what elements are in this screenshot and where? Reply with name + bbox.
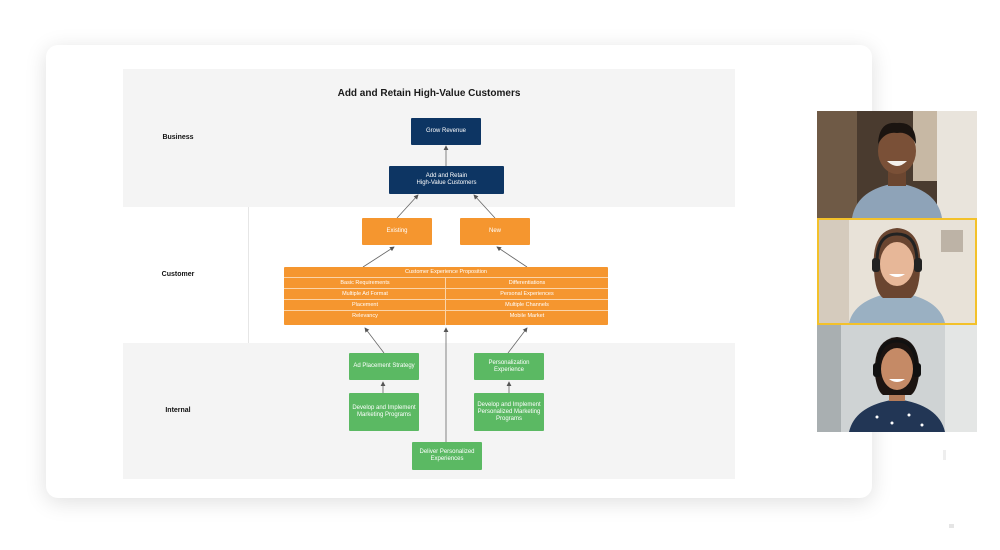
cep-cell: Differentiations — [508, 280, 546, 286]
decorative-mark — [943, 450, 946, 460]
node-ad-placement-strategy[interactable]: Ad Placement Strategy — [349, 353, 419, 380]
node-develop-marketing[interactable]: Develop and Implement Marketing Programs — [349, 393, 419, 431]
cep-cell: Mobile Market — [509, 313, 545, 319]
connector-arrows — [362, 145, 528, 442]
cep-cell: Multiple Channels — [505, 302, 549, 308]
cep-header: Customer Experience Proposition — [284, 267, 608, 278]
cep-cell: Basic Requirements — [340, 280, 390, 286]
cep-row: Placement Multiple Channels — [284, 300, 608, 311]
band-divider — [248, 207, 249, 343]
participant-3-avatar — [817, 325, 977, 432]
participant-video-2-active[interactable] — [817, 218, 977, 325]
node-deliver-personalized[interactable]: Deliver Personalized Experiences — [412, 442, 482, 470]
node-personalization-experience[interactable]: Personalization Experience — [474, 353, 544, 380]
arrow-new-to-add — [473, 194, 496, 219]
presentation-card: Business Customer Internal Add and Retai… — [46, 45, 872, 498]
cep-cell: Personal Experiences — [500, 291, 554, 297]
arrow-ad-to-cep — [364, 327, 385, 354]
node-add-retain[interactable]: Add and Retain High-Value Customers — [389, 166, 504, 194]
participant-video-1[interactable] — [817, 111, 977, 218]
participant-2-avatar — [819, 220, 975, 323]
decorative-mark — [949, 524, 954, 528]
node-existing[interactable]: Existing — [362, 218, 432, 245]
strategy-map-diagram: Business Customer Internal Add and Retai… — [123, 69, 735, 479]
cep-row: Basic Requirements Differentiations — [284, 278, 608, 289]
cep-cell: Relevancy — [352, 313, 378, 319]
cep-cell: Multiple Ad Format — [342, 291, 388, 297]
arrow-pers-to-cep — [507, 327, 528, 354]
node-grow-revenue[interactable]: Grow Revenue — [411, 118, 481, 145]
band-label-internal: Internal — [165, 407, 191, 414]
cep-row: Relevancy Mobile Market — [284, 311, 608, 322]
arrow-existing-to-add — [396, 194, 419, 219]
customer-experience-proposition[interactable]: Customer Experience Proposition Basic Re… — [284, 267, 608, 325]
band-label-business: Business — [162, 134, 194, 141]
participant-1-avatar — [817, 111, 977, 218]
node-develop-personalized-marketing[interactable]: Develop and Implement Personalized Marke… — [474, 393, 544, 431]
wall-picture — [941, 230, 963, 252]
node-new[interactable]: New — [460, 218, 530, 245]
cep-row: Multiple Ad Format Personal Experiences — [284, 289, 608, 300]
arrow-cep-to-new — [496, 246, 528, 268]
diagram-title: Add and Retain High-Value Customers — [337, 88, 521, 99]
band-label-customer: Customer — [161, 271, 195, 278]
cep-divider — [445, 278, 446, 325]
arrow-cep-to-existing — [362, 246, 395, 268]
cep-cell: Placement — [352, 302, 378, 308]
participant-video-3[interactable] — [817, 325, 977, 432]
